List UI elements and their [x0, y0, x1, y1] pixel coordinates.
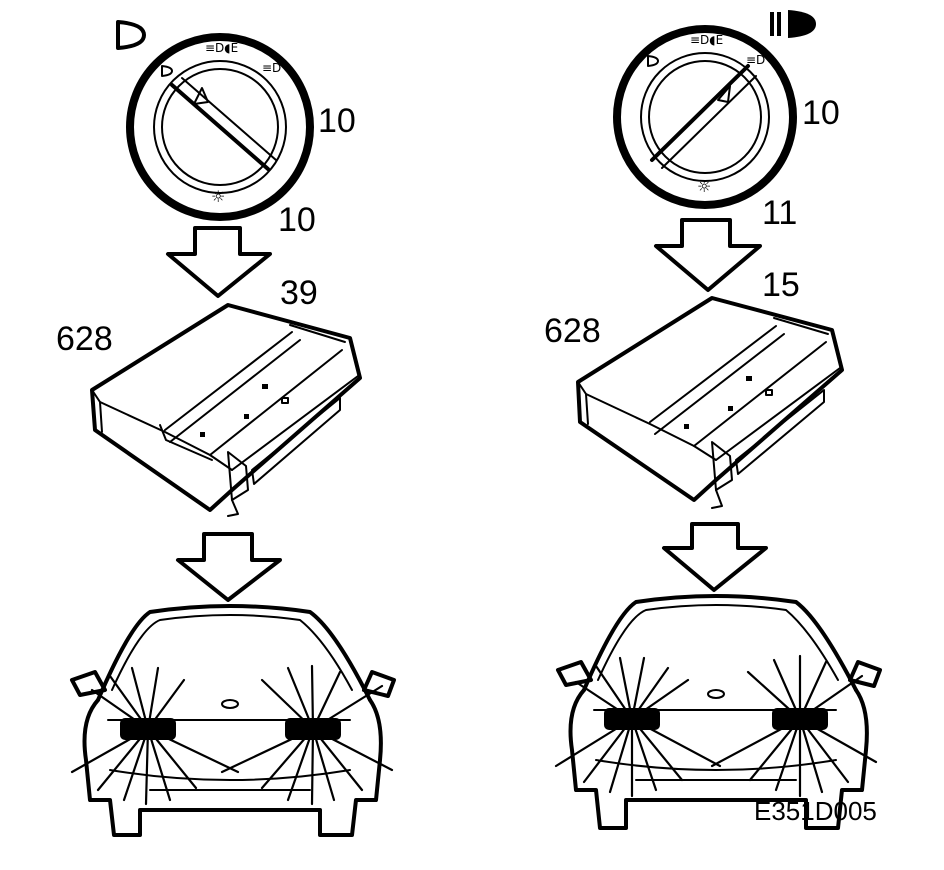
- svg-text:☼: ☼: [697, 177, 711, 196]
- flow-arrow-down: [662, 522, 768, 592]
- module-label: 628: [56, 320, 113, 358]
- car-front-low-beam: [70, 604, 396, 837]
- light-switch: ≡D◖E ≡D ☼: [126, 33, 314, 221]
- flow-arrow-down: [176, 532, 282, 602]
- off-position-icon: [647, 55, 659, 67]
- dimmer-icon: ☼: [211, 187, 225, 206]
- headlight-position-icon: ≡D: [746, 53, 765, 67]
- module-output-label: 15: [762, 266, 800, 304]
- off-position-icon: [161, 65, 173, 77]
- light-switch: ≡D◖E ≡D ☼: [613, 25, 797, 209]
- switch-label: 10: [802, 94, 840, 132]
- control-module: [576, 296, 844, 509]
- flow-arrow-down: [654, 218, 762, 292]
- flow-arrow-down: [166, 226, 272, 298]
- svg-text:≡D◖E: ≡D◖E: [690, 33, 723, 47]
- light-rays: [70, 664, 394, 806]
- switch-label: 10: [318, 102, 356, 140]
- switch-output-label: 10: [278, 201, 316, 239]
- svg-text:≡D: ≡D: [746, 53, 765, 67]
- svg-text:≡D: ≡D: [262, 61, 281, 75]
- car-front-high-beam: [554, 594, 882, 830]
- panel-high-beam: ≡D◖E ≡D ☼ 10 11 15 628: [544, 10, 882, 830]
- light-rays: [554, 654, 878, 798]
- parking-light-icon: [116, 20, 146, 50]
- module-output-label: 39: [280, 274, 318, 312]
- high-beam-icon: [770, 10, 816, 38]
- headlight-position-icon: ≡D: [262, 61, 281, 75]
- svg-text:≡D◖E: ≡D◖E: [205, 41, 238, 55]
- parking-position-icon: ≡D◖E: [205, 41, 238, 55]
- dimmer-icon: ☼: [697, 177, 711, 196]
- control-module: [90, 303, 362, 517]
- figure-code: E351D005: [754, 796, 877, 826]
- switch-output-label: 11: [762, 194, 797, 232]
- module-label: 628: [544, 312, 601, 350]
- panel-parking-light: ≡D◖E ≡D ☼ 10 10 39 628: [56, 20, 396, 837]
- parking-position-icon: ≡D◖E: [690, 33, 723, 47]
- svg-text:☼: ☼: [211, 187, 225, 206]
